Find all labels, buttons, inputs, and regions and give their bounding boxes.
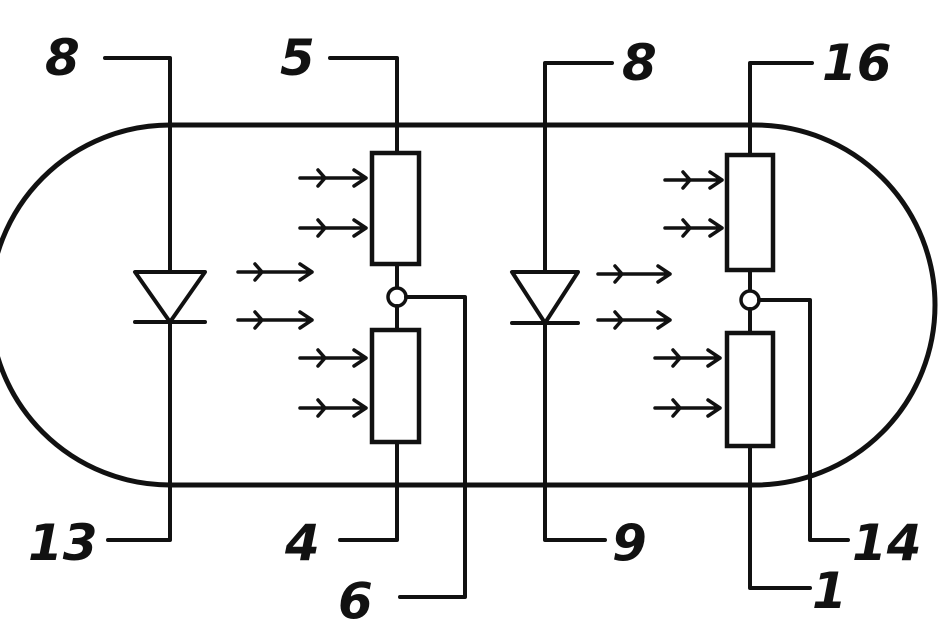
pin-label-right-resistor-top: 16 [822,34,892,92]
right-diode-light-arrows [596,264,672,330]
pin-label-left-tap: 6 [338,572,373,630]
left-tap-lead [398,295,467,599]
pin-label-right-tap: 14 [852,514,922,572]
right-lower-resistor-lead [748,444,812,590]
left-upper-resistor-lead [328,56,399,155]
pin-label-left-diode-bottom: 13 [28,514,98,572]
right-upper-resistor-arrows [663,170,724,238]
package-outline [0,122,938,488]
left-upper-resistor-arrows [298,168,368,238]
left-led-diode [133,270,207,324]
left-diode-anode-lead [103,56,172,272]
right-upper-resistor-lead [748,61,814,157]
pin-label-left-diode-top: 8 [45,29,80,87]
pin-label-left-resistor-top: 5 [280,29,315,87]
left-diode-cathode-lead [106,320,172,542]
right-junction [739,289,761,311]
right-lower-photoresistor [724,330,776,449]
left-upper-photoresistor [369,150,422,267]
right-upper-photoresistor [724,152,776,273]
left-junction [386,286,408,308]
pin-label-right-resistor-bottom: 1 [812,562,847,620]
pin-label-right-diode-bottom: 9 [612,514,647,572]
left-lower-resistor-lead [338,440,399,542]
pin-label-right-diode-top: 8 [622,34,657,92]
right-led-diode [510,270,580,325]
right-tap-lead [757,298,850,542]
left-lower-photoresistor [369,327,422,445]
left-diode-light-arrows [236,262,314,330]
right-diode-anode-lead [543,61,614,272]
left-lower-resistor-arrows [298,348,368,418]
pin-label-left-resistor-bottom: 4 [284,514,320,572]
right-lower-resistor-arrows [653,348,722,418]
right-diode-cathode-lead [543,321,607,542]
